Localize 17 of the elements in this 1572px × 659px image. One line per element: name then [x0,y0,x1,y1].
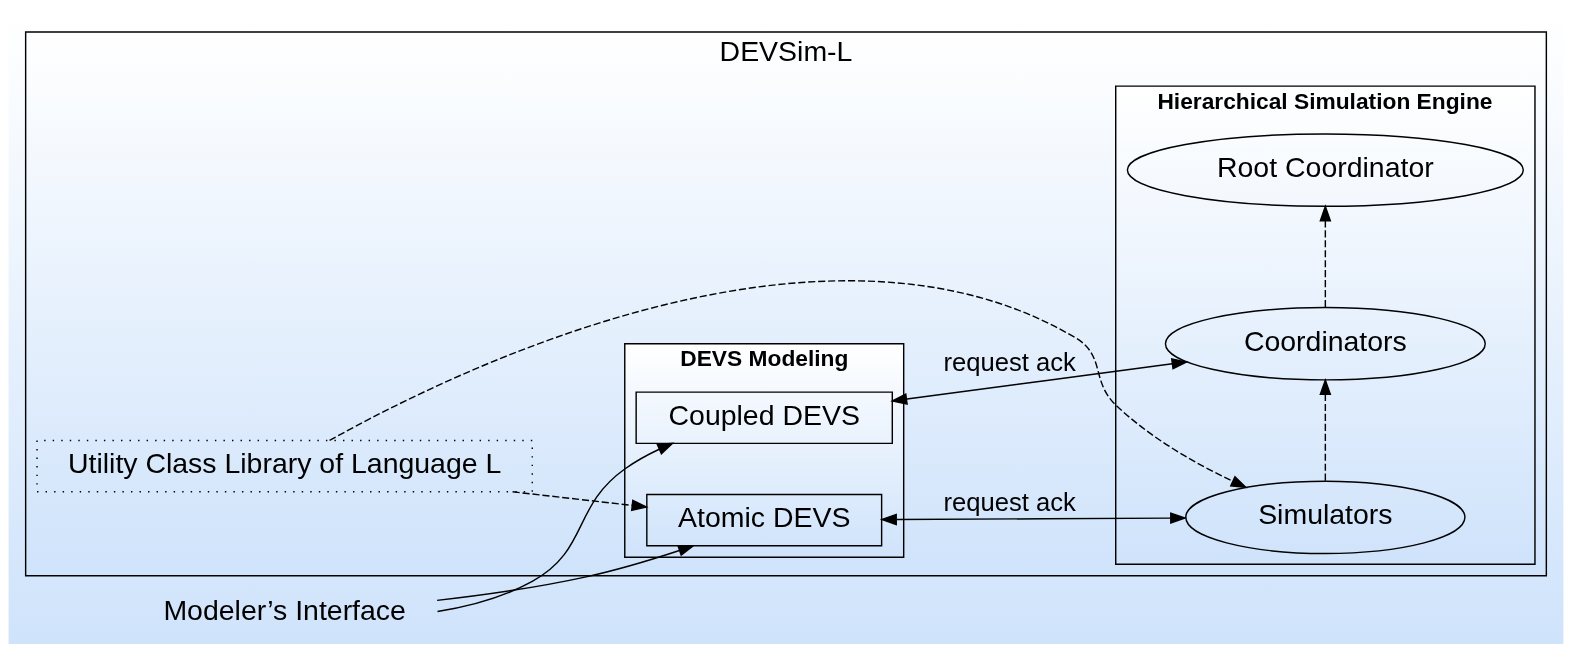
node-box: Coupled DEVS [635,391,893,445]
edge-label: request ack [943,487,1076,516]
arrow [1319,377,1332,482]
arrow [436,545,696,602]
edge-label: request ack [943,348,1076,377]
node-box: Utility Class Library of Language L [36,439,533,493]
arrow [1319,204,1332,308]
arrow [511,491,649,512]
node-ellipse: Root Coordinator [1126,133,1524,207]
node-ellipse: Coordinators [1164,306,1486,381]
node-box: Atomic DEVS [646,493,883,547]
node-ellipse: Simulators [1185,480,1466,555]
arrow [879,512,1188,526]
arrow [328,280,1248,489]
arrow [890,357,1189,405]
node-text: Modeler’s Interface [163,593,406,626]
arrow [436,442,675,613]
